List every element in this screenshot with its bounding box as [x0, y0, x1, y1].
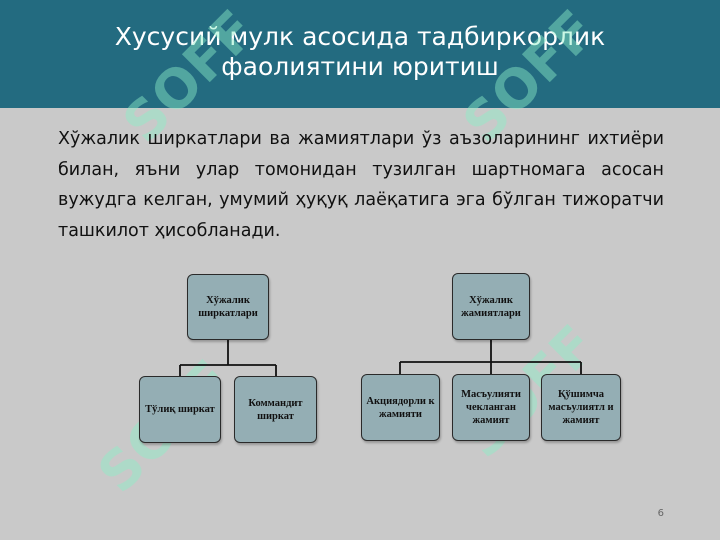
- node-kommandit-shirkat: Коммандит ширкат: [234, 376, 317, 443]
- node-qushimcha-masuliyatli: Қўшимча масъулиятл и жамият: [541, 374, 621, 441]
- node-khuzhalik-shirkatlari: Хўжалик ширкатлари: [187, 274, 269, 340]
- page-title: Хусусий мулк асосида тадбиркорлик фаолия…: [114, 22, 606, 81]
- node-aktsiyadorlik-zhamiyati: Акциядорли к жамияти: [361, 374, 440, 441]
- node-masuliyati-cheklangan: Масъулияти чекланган жамият: [452, 374, 530, 441]
- node-khuzhalik-zhamiyatlari: Хўжалик жамиятлари: [452, 273, 530, 340]
- page-number: 6: [657, 508, 664, 519]
- header-bar: [0, 0, 720, 108]
- body-paragraph: Хўжалик ширкатлари ва жамиятлари ўз аъзо…: [58, 129, 664, 241]
- node-tuliq-shirkat: Тўлиқ ширкат: [139, 376, 221, 443]
